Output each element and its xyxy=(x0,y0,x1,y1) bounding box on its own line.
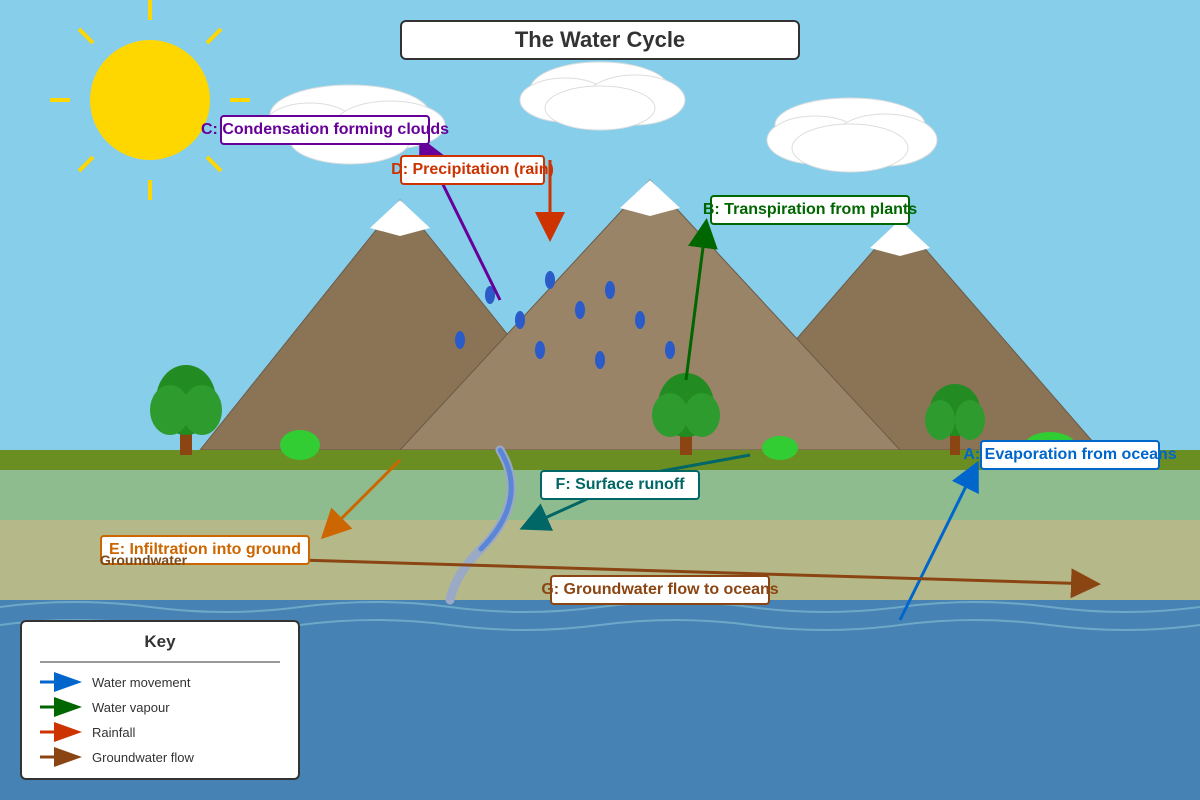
bush xyxy=(762,436,798,460)
key-item-label: Water movement xyxy=(92,674,191,690)
cloud xyxy=(519,61,686,131)
rain-drops xyxy=(455,271,675,369)
label-groundwater-flow: G: Groundwater flow to oceans xyxy=(541,575,779,605)
bush xyxy=(280,430,320,460)
arrow-evaporation xyxy=(898,460,979,621)
river xyxy=(447,447,514,603)
mountains xyxy=(198,179,1102,451)
snow-cap xyxy=(370,200,430,236)
sun xyxy=(50,0,250,200)
blue-arrow-icon xyxy=(40,672,82,692)
brown-arrow-icon xyxy=(40,747,82,767)
key-item: Groundwater flow xyxy=(40,747,194,767)
key-item-label: Groundwater flow xyxy=(92,749,194,765)
label-transpiration: B: Transpiration from plants xyxy=(703,195,917,225)
ocean-wave xyxy=(0,601,1200,613)
red-arrow-icon xyxy=(40,722,82,742)
key-item: Rainfall xyxy=(40,722,135,742)
snow-cap xyxy=(870,220,930,256)
green-arrow-icon xyxy=(40,697,82,717)
label-precipitation: D: Precipitation (rain) xyxy=(391,155,554,185)
tree xyxy=(150,365,222,455)
cloud xyxy=(766,97,938,173)
key-item: Water vapour xyxy=(40,697,170,717)
arrow-infiltration xyxy=(320,458,402,540)
key-title: Key xyxy=(144,632,176,651)
label-condensation: C: Condensation forming clouds xyxy=(201,115,449,145)
tree xyxy=(925,384,985,455)
arrow-groundwater-flow xyxy=(299,558,1101,599)
key-divider xyxy=(40,661,280,663)
sun-rays xyxy=(50,0,250,200)
key-item: Water movement xyxy=(40,672,191,692)
groundwater-label: Groundwater xyxy=(100,552,188,568)
diagram-title: The Water Cycle xyxy=(400,20,800,60)
key-item-label: Water vapour xyxy=(92,699,170,715)
snow-cap xyxy=(620,180,680,216)
tree xyxy=(652,373,720,455)
label-infiltration: E: Infiltration into ground xyxy=(100,535,310,565)
label-runoff: F: Surface runoff xyxy=(540,470,700,500)
label-evaporation: A: Evaporation from oceans xyxy=(963,440,1177,470)
key-legend: Key Water movement Water vapour Rainfall… xyxy=(20,620,300,780)
arrow-transpiration xyxy=(684,218,718,381)
key-item-label: Rainfall xyxy=(92,724,136,740)
